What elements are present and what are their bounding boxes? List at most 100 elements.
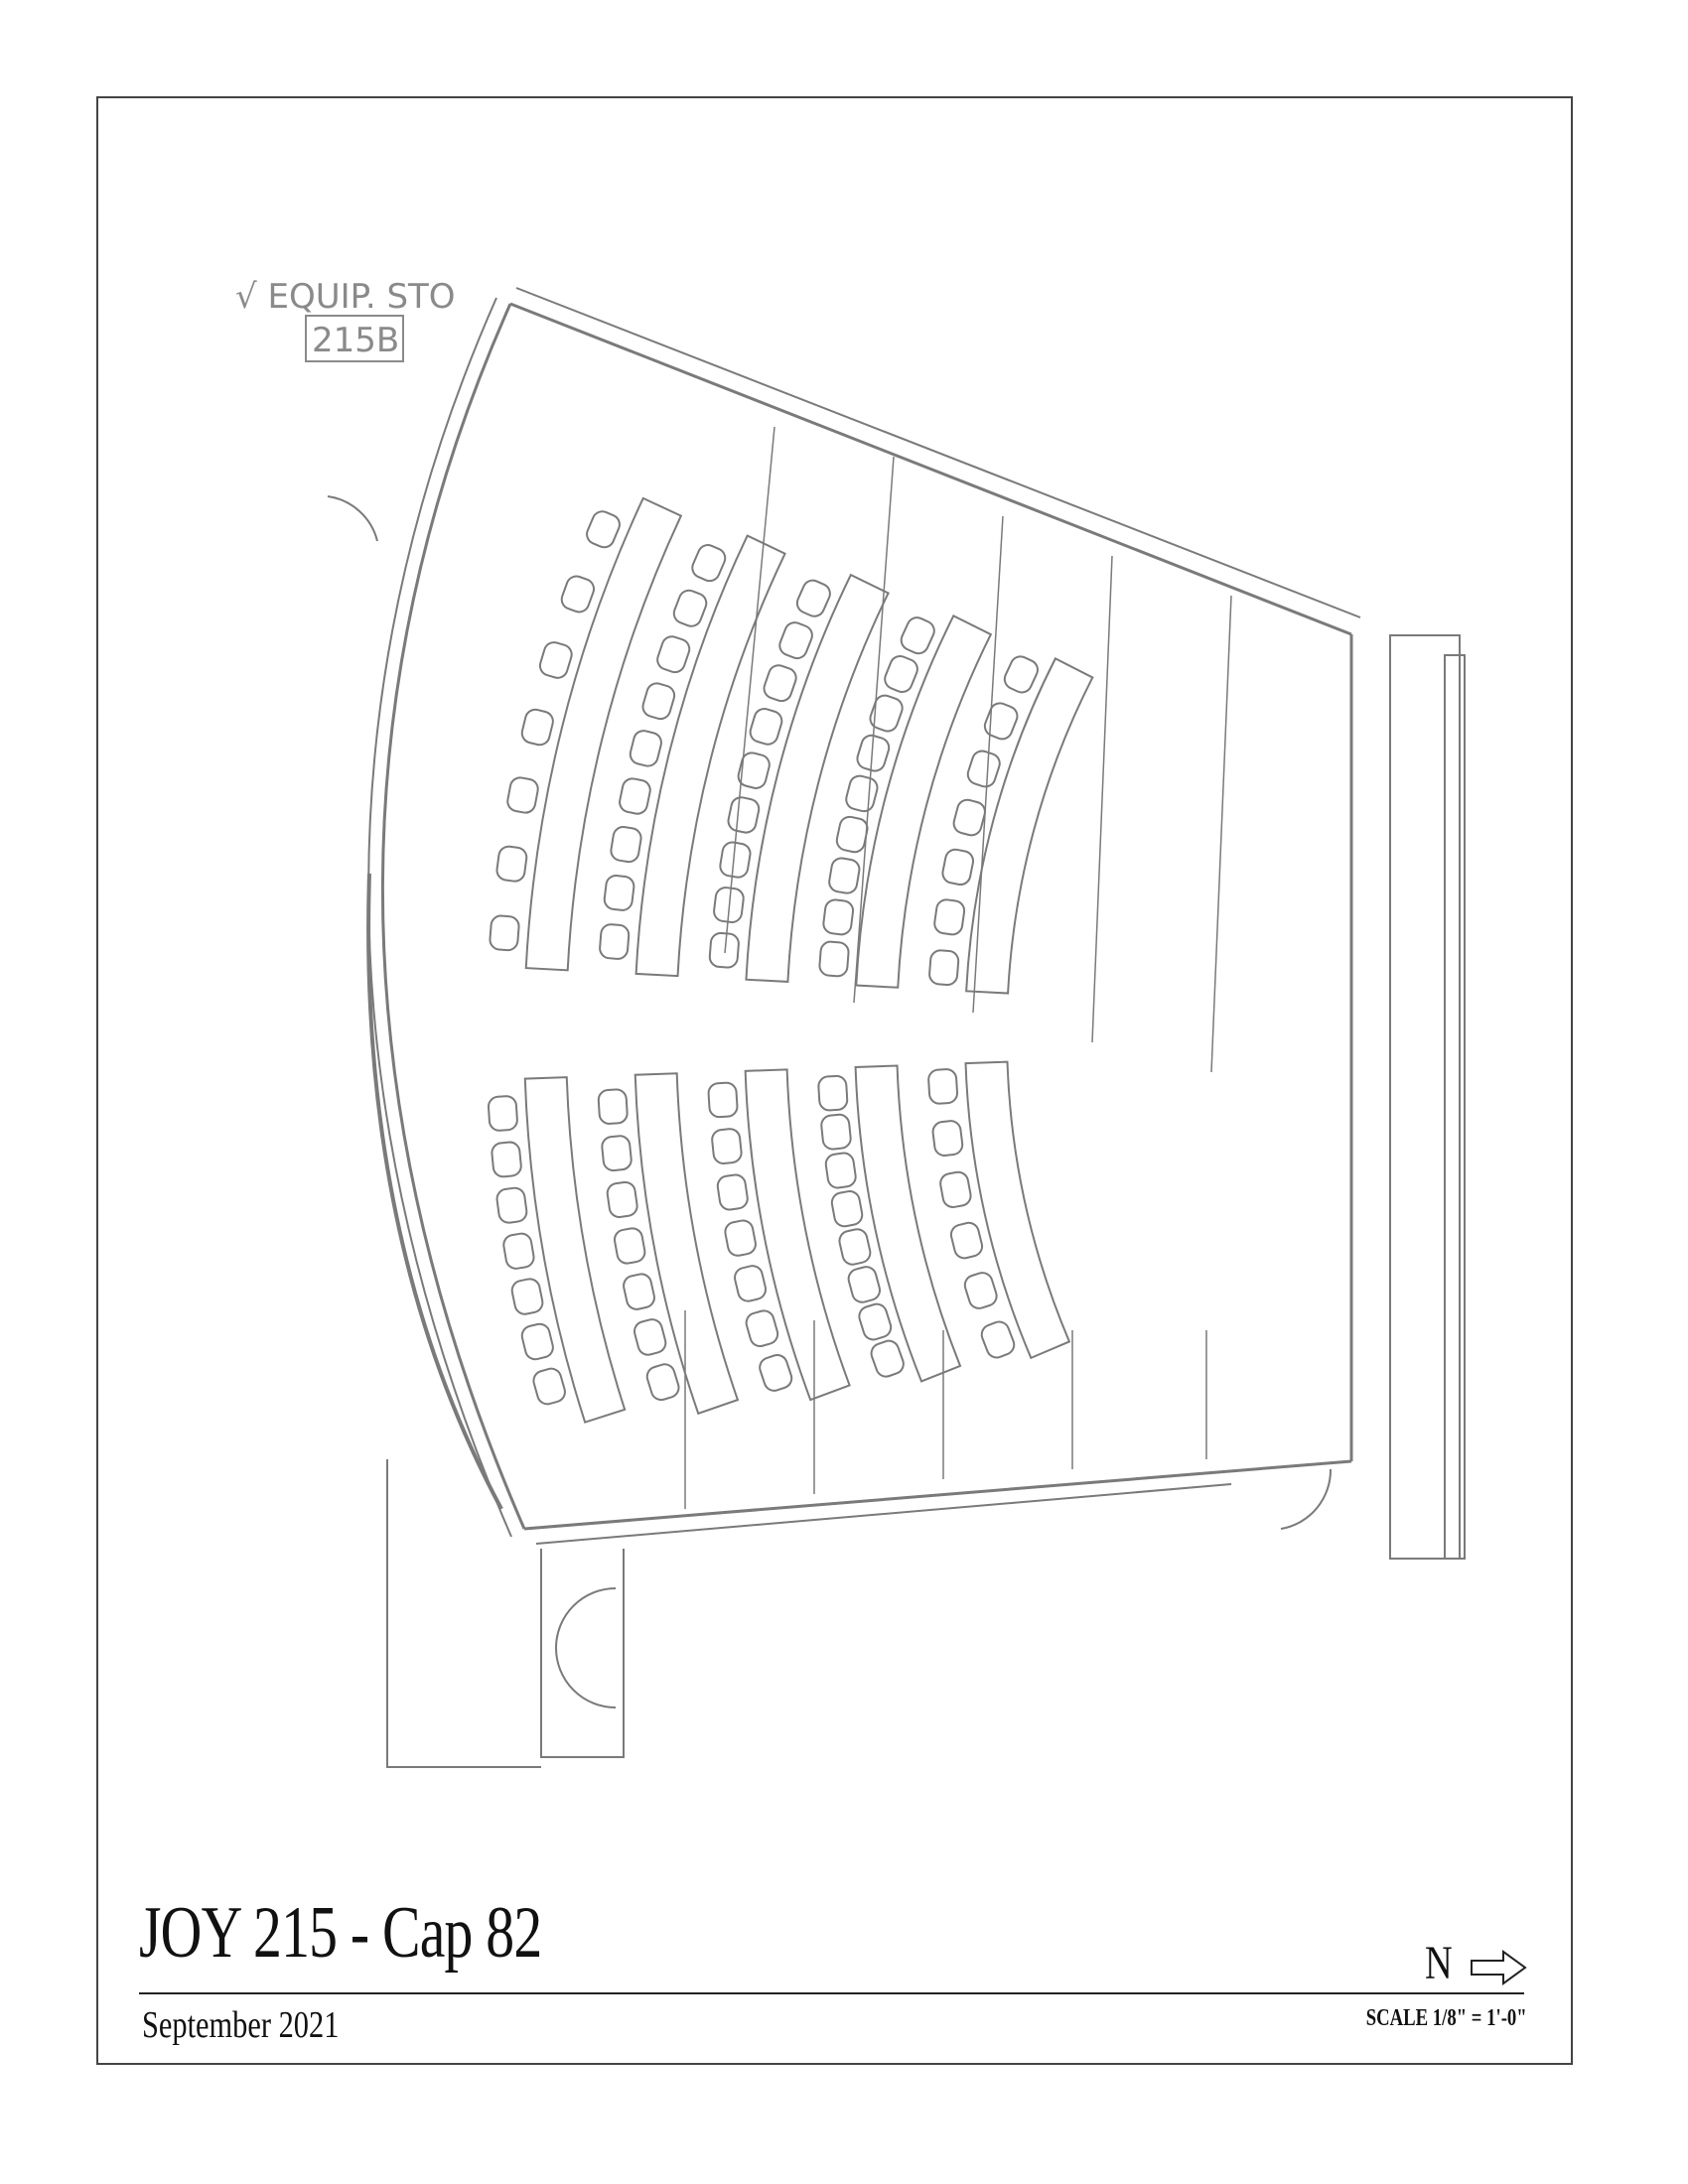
seat-chair [858, 1302, 893, 1341]
desk-row-lower [633, 1072, 740, 1416]
seat-chair [818, 940, 850, 978]
seat-chair [610, 826, 642, 864]
desk-row-upper [634, 534, 786, 978]
desk-row-lower [854, 1064, 962, 1383]
seat-chair [727, 796, 761, 834]
seat-chair [822, 898, 855, 936]
page-title: JOY 215 - Cap 82 [139, 1892, 542, 1974]
seat-chair [716, 1173, 749, 1211]
seat-chair [838, 1228, 872, 1266]
adjacent-room-label: √ EQUIP. STO [235, 277, 456, 317]
seat-chair [489, 914, 520, 952]
seat-chair [820, 1113, 852, 1151]
seat-chair [734, 1265, 768, 1302]
seat-chair [939, 1170, 972, 1208]
bottom-wall [523, 1459, 1352, 1531]
adjacent-room-number: 215B [312, 321, 399, 360]
seat-chair [619, 777, 651, 815]
seat-chair [963, 1272, 998, 1309]
seat-chair [532, 1367, 566, 1406]
seat-chair [623, 1273, 655, 1310]
door-swing-right [1280, 1468, 1333, 1530]
seat-chair [778, 621, 813, 660]
desk-row-lower [744, 1068, 851, 1402]
drawing-date: September 2021 [142, 2004, 340, 2046]
aisle-lines-lower [684, 1310, 1207, 1509]
seat-chair [708, 931, 740, 969]
seat-chair [645, 1363, 680, 1402]
seat-chair [711, 1128, 743, 1164]
seat-chair [495, 845, 528, 883]
seat-chair [603, 875, 635, 911]
seat-chair [949, 1221, 984, 1260]
seat-chair [884, 655, 918, 693]
seat-chair [856, 734, 891, 772]
seat-chair [869, 694, 904, 733]
seat-chair [980, 1320, 1016, 1359]
seat-chair [966, 750, 1001, 788]
seat-chair [599, 923, 631, 960]
seat-chair [847, 1266, 882, 1303]
seat-chair [763, 664, 797, 703]
seat-chair [817, 1074, 849, 1112]
seat-chair [952, 798, 986, 837]
seat-chair [520, 708, 554, 747]
seat-chair [900, 616, 935, 655]
right-corridor-outer [1444, 654, 1466, 1560]
entry-vestibule [386, 1459, 625, 1768]
seat-chair [707, 1081, 739, 1119]
seat-chair [928, 949, 960, 986]
door-swing-left [327, 495, 378, 542]
north-arrow-icon [1471, 1950, 1527, 1985]
seat-chair [724, 1219, 757, 1257]
seat-chair [495, 1186, 528, 1224]
seat-chair [933, 898, 966, 936]
seat-chair [759, 1353, 793, 1392]
seat-chair [629, 730, 662, 767]
seat-chair [983, 702, 1019, 741]
seat-chair [1003, 655, 1039, 694]
scale-note: SCALE 1/8" = 1'-0" [1366, 2005, 1527, 2031]
seat-chair [737, 751, 771, 789]
seat-chair [691, 544, 727, 583]
door-swing-entry [555, 1587, 617, 1708]
bottom-wall-outer [535, 1483, 1232, 1545]
seat-chair [941, 848, 975, 887]
seat-chair [506, 776, 539, 814]
seat-chair [824, 1152, 857, 1189]
left-curved-wall-inner [367, 297, 512, 1538]
seat-chair [614, 1227, 646, 1265]
seat-chair [491, 1141, 522, 1178]
seat-chair [560, 575, 596, 614]
right-corridor [1389, 634, 1461, 1560]
seat-chair [719, 841, 752, 879]
seat-chair [606, 1180, 638, 1218]
top-wall [509, 302, 1352, 636]
desk-row-upper [855, 614, 993, 989]
seat-chair [845, 774, 879, 813]
title-divider [139, 1992, 1524, 1994]
north-label: N [1425, 1937, 1453, 1989]
stage-rail [366, 873, 503, 1510]
desk-row-upper [524, 496, 683, 972]
seat-chair [538, 641, 573, 679]
drawing-border [96, 96, 1573, 2065]
desk-row-lower [964, 1060, 1071, 1360]
seat-chair [835, 815, 869, 854]
desk-row-upper [745, 573, 890, 983]
seat-chair [713, 887, 745, 923]
seat-chair [488, 1095, 518, 1132]
seat-chair [656, 635, 691, 674]
seat-chair [520, 1322, 554, 1361]
seat-chair [870, 1339, 905, 1378]
top-wall-outer [515, 287, 1361, 618]
seat-chair [672, 589, 708, 627]
seat-chair [641, 682, 676, 721]
seat-chair [830, 1190, 864, 1228]
seat-chair [828, 857, 861, 894]
seat-chair [931, 1120, 964, 1157]
seat-chair [510, 1278, 544, 1315]
seat-chair [601, 1135, 633, 1172]
aisle-lines [724, 426, 1232, 1073]
